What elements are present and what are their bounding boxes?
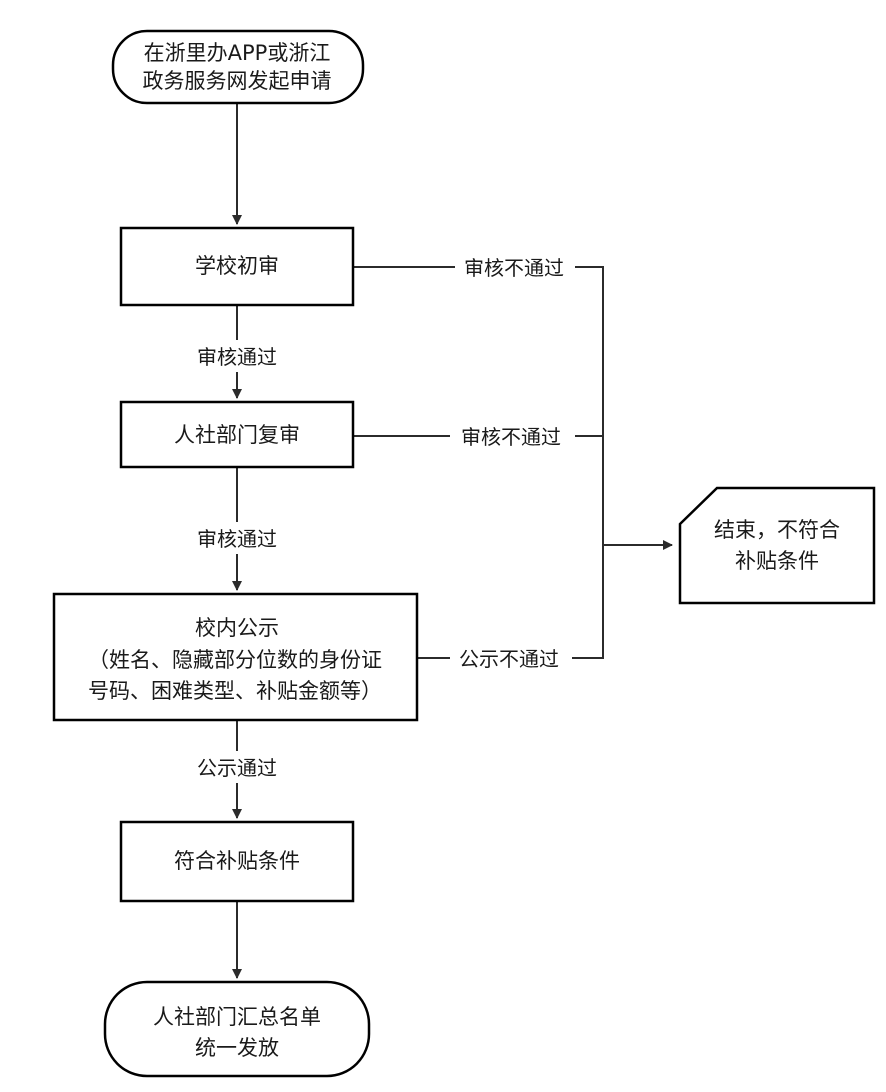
eligible-node bbox=[119, 820, 355, 903]
label-fail-review-1: 审核不通过 bbox=[464, 256, 564, 280]
school-publicity-title: 校内公示 bbox=[195, 616, 279, 640]
school-review-label: 学校初审 bbox=[195, 254, 279, 278]
final-node-line2: 统一发放 bbox=[195, 1036, 279, 1060]
edge-publicity-reject bbox=[417, 545, 604, 659]
school-publicity-detail-2: 号码、困难类型、补贴金额等） bbox=[88, 679, 382, 703]
label-pass-review-1: 审核通过 bbox=[197, 345, 277, 369]
label-pass-review-2: 审核通过 bbox=[197, 527, 277, 551]
school-review-node bbox=[119, 226, 355, 307]
end-ineligible-node bbox=[678, 486, 876, 605]
school-publicity-node bbox=[52, 592, 419, 722]
hrss-review-label: 人社部门复审 bbox=[174, 423, 300, 447]
end-ineligible-line1: 结束，不符合 bbox=[714, 518, 840, 542]
label-pass-publicity: 公示通过 bbox=[197, 756, 277, 780]
final-node bbox=[103, 980, 371, 1078]
school-publicity-detail-1: （姓名、隐藏部分位数的身份证 bbox=[88, 648, 382, 672]
final-node-line1: 人社部门汇总名单 bbox=[153, 1005, 321, 1029]
edge-school-reject bbox=[353, 266, 604, 545]
start-node-line2: 政务服务网发起申请 bbox=[143, 69, 332, 93]
eligible-label: 符合补贴条件 bbox=[174, 849, 300, 873]
label-fail-publicity: 公示不通过 bbox=[459, 647, 559, 671]
end-ineligible-line2: 补贴条件 bbox=[735, 549, 819, 573]
label-fail-review-2: 审核不通过 bbox=[461, 425, 561, 449]
start-node bbox=[111, 29, 365, 105]
start-node-line1: 在浙里办APP或浙江 bbox=[144, 41, 331, 65]
hrss-review-node bbox=[119, 400, 355, 469]
